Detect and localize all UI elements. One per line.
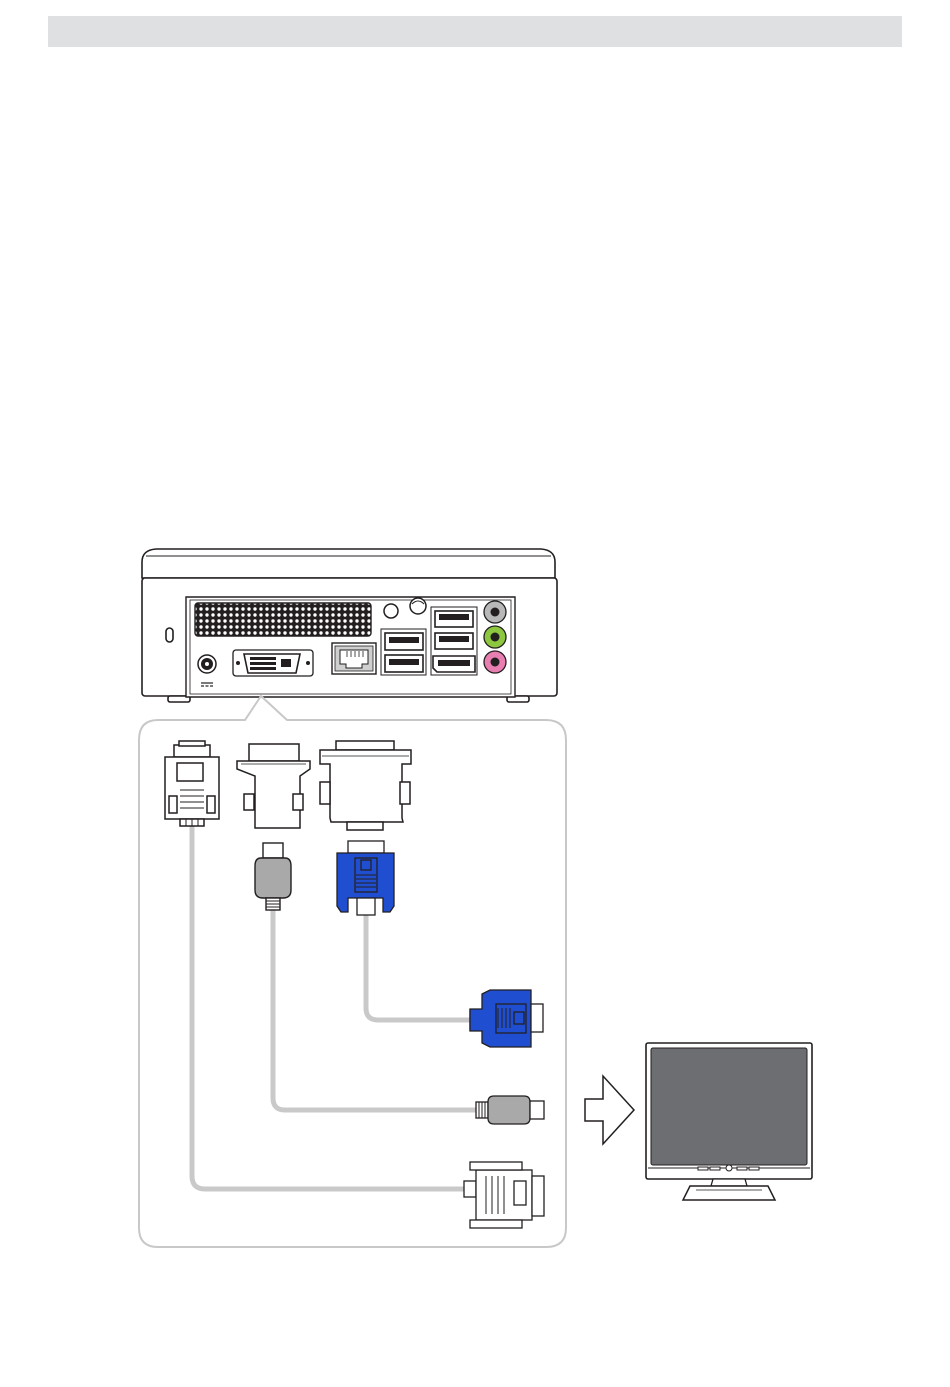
dvi-to-vga-adapter [320, 741, 411, 830]
dvi-port-icon [233, 650, 313, 676]
vent-grill [195, 603, 371, 636]
esata-port-icon [433, 656, 475, 672]
vga-plug-top [337, 841, 394, 915]
vga-plug-end [470, 990, 543, 1047]
dvi-to-hdmi-adapter [237, 744, 310, 828]
audio-jack-icons [484, 601, 506, 673]
hdmi-plug-top [255, 843, 291, 910]
arrow-right-icon [585, 1076, 634, 1144]
dvi-plug-adapter [165, 741, 219, 826]
ethernet-port-icon [332, 643, 376, 674]
monitor [646, 1043, 812, 1200]
header-bar [48, 16, 902, 47]
hdmi-plug-end [476, 1096, 544, 1124]
dvi-plug-end [464, 1162, 544, 1228]
cables [192, 823, 478, 1189]
